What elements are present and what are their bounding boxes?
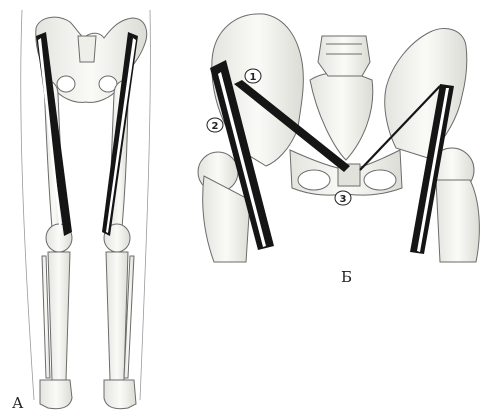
- panel-a-label: А: [12, 394, 23, 412]
- svg-text:3: 3: [340, 194, 347, 205]
- marker-1: 1: [245, 69, 261, 83]
- ilium-right-b: [385, 28, 467, 158]
- svg-text:1: 1: [250, 72, 257, 83]
- svg-text:2: 2: [212, 121, 219, 132]
- foot-right-a: [104, 380, 136, 409]
- vertebra-b: [318, 36, 370, 76]
- foot-left-a: [40, 380, 72, 409]
- panel-b-label: Б: [341, 268, 352, 286]
- marker-3: 3: [335, 191, 351, 205]
- marker-2: 2: [207, 118, 223, 132]
- tibia-left-a: [48, 252, 70, 380]
